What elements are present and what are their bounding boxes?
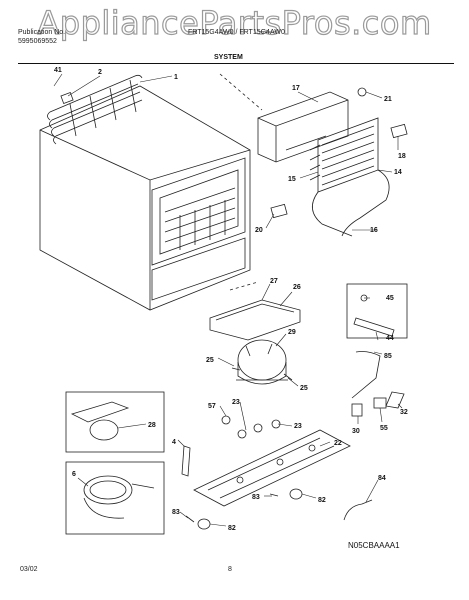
- publication-number: 5995069552: [18, 38, 57, 45]
- evaporator: [309, 117, 379, 193]
- callout-23-left: 23: [232, 399, 240, 406]
- callout-16: 16: [370, 227, 378, 234]
- callout-44: 44: [386, 335, 394, 342]
- callout-32: 32: [400, 409, 408, 416]
- callout-21: 21: [384, 96, 392, 103]
- compressor: [236, 339, 288, 385]
- wire-85: [351, 351, 381, 399]
- footer-date: 03/02: [20, 566, 38, 573]
- drain-tube: [341, 169, 390, 237]
- header-rule: [18, 63, 454, 64]
- tubing-16: [312, 191, 353, 237]
- model-numbers: FRT15G4AW0 / FRT15G4AW0: [188, 29, 285, 36]
- callout-25-left: 25: [206, 357, 214, 364]
- section-title: SYSTEM: [214, 54, 243, 61]
- bolt-25-right: [283, 373, 293, 381]
- callout-29: 29: [288, 329, 296, 336]
- roller-82-left: [197, 518, 211, 530]
- roller-82-right: [289, 488, 303, 500]
- publication-label: Publication No.: [18, 29, 66, 36]
- callout-20: 20: [255, 227, 263, 234]
- inset-box-harness: [65, 461, 165, 535]
- leader-lines: [53, 73, 403, 527]
- callout-14: 14: [394, 169, 402, 176]
- callout-28: 28: [148, 422, 156, 429]
- watermark: AppliancePartsPros.com: [37, 3, 432, 42]
- screw-83-left: [185, 515, 195, 523]
- callout-6: 6: [72, 471, 76, 478]
- callout-83-left: 83: [172, 509, 180, 516]
- callout-82-right: 82: [318, 497, 326, 504]
- callout-22: 22: [334, 440, 342, 447]
- diagram-code: N05CBAAAA1: [348, 541, 400, 550]
- callout-84: 84: [378, 475, 386, 482]
- callout-17: 17: [292, 85, 300, 92]
- part-84: [343, 499, 373, 521]
- pad-20: [270, 203, 288, 219]
- grommet-57: [221, 415, 231, 425]
- callout-83-right: 83: [252, 494, 260, 501]
- clip-bracket: [60, 92, 74, 104]
- fitting-21: [357, 87, 367, 97]
- callout-57: 57: [208, 403, 216, 410]
- base-plate: [193, 429, 351, 507]
- cabinet: [39, 73, 263, 311]
- overload-55: [373, 397, 387, 409]
- callout-55: 55: [380, 425, 388, 432]
- relay-30: [351, 403, 363, 417]
- callout-27: 27: [270, 278, 278, 285]
- drain-pan: [209, 299, 301, 341]
- evaporator-cover: [257, 91, 349, 163]
- callout-41: 41: [54, 67, 62, 74]
- cover-32: [385, 391, 405, 409]
- inset-box-pan: [65, 391, 165, 453]
- callout-45: 45: [386, 295, 394, 302]
- screw-83-right: [269, 493, 279, 497]
- callout-18: 18: [398, 153, 406, 160]
- callout-1: 1: [174, 74, 178, 81]
- bolt-25-left: [231, 367, 241, 371]
- part-4: [181, 445, 191, 477]
- footer-page-number: 8: [228, 566, 232, 573]
- callout-15: 15: [288, 176, 296, 183]
- callout-82-left: 82: [228, 525, 236, 532]
- callout-23-right: 23: [294, 423, 302, 430]
- callout-30: 30: [352, 428, 360, 435]
- callout-labels: 1 2 41 17 21 18 15 14 16 20 27 26 29 25 …: [54, 67, 408, 532]
- callout-4: 4: [172, 439, 176, 446]
- inset-box-grommet: [346, 283, 408, 339]
- callout-26: 26: [293, 284, 301, 291]
- condenser-coil: [47, 74, 143, 145]
- pad-18: [390, 123, 408, 139]
- callout-2: 2: [98, 69, 102, 76]
- callout-25-right: 25: [300, 385, 308, 392]
- callout-85: 85: [384, 353, 392, 360]
